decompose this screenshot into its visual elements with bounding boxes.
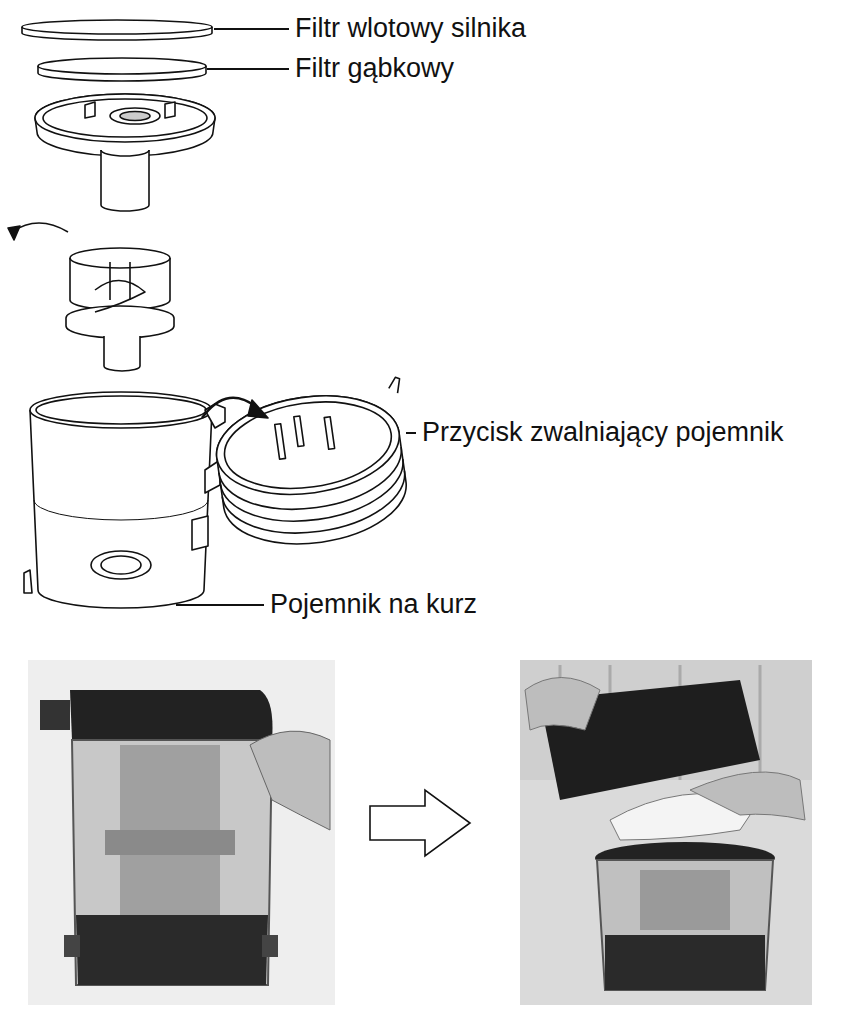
part-label: Filtr wlotowy silnika: [295, 14, 526, 44]
part-label: Przycisk zwalniający pojemnik: [422, 418, 784, 448]
part-label: Filtr gąbkowy: [295, 54, 454, 84]
part-label: Pojemnik na kurz: [270, 590, 477, 620]
